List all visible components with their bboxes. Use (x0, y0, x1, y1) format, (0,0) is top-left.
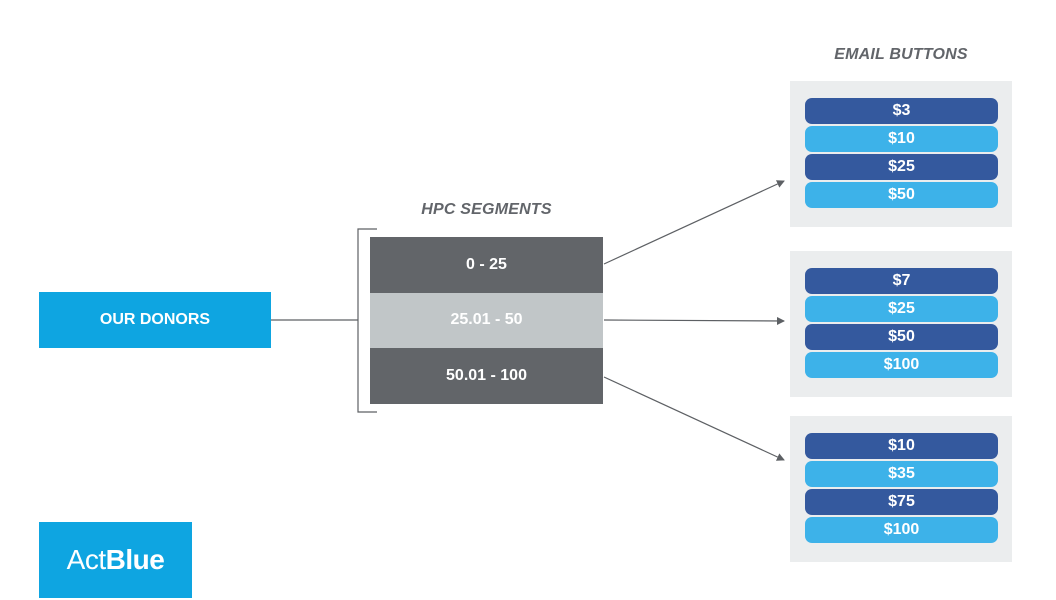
email-button[interactable]: $10 (805, 433, 998, 459)
email-button[interactable]: $3 (805, 98, 998, 124)
arrow-to-group-3 (603, 376, 785, 461)
email-button[interactable]: $35 (805, 461, 998, 487)
email-buttons-title: EMAIL BUTTONS (834, 46, 968, 63)
email-button-group-2: $7 $25 $50 $100 (790, 251, 1012, 397)
hpc-segment: 0 - 25 (370, 237, 603, 293)
hpc-segments-stack: 0 - 25 25.01 - 50 50.01 - 100 (370, 237, 603, 404)
segments-bracket (357, 228, 377, 413)
logo-text-regular: Act (66, 544, 106, 575)
email-button[interactable]: $10 (805, 126, 998, 152)
arrow-to-group-2 (603, 316, 785, 325)
email-button[interactable]: $75 (805, 489, 998, 515)
email-button-group-1: $3 $10 $25 $50 (790, 81, 1012, 227)
email-button[interactable]: $50 (805, 182, 998, 208)
our-donors-box: OUR DONORS (39, 292, 271, 348)
email-button[interactable]: $50 (805, 324, 998, 350)
hpc-segment: 50.01 - 100 (370, 348, 603, 404)
logo-text-bold: Blue (105, 544, 165, 575)
email-button[interactable]: $100 (805, 517, 998, 543)
hpc-segments-title: HPC SEGMENTS (421, 201, 552, 218)
hpc-segment: 25.01 - 50 (370, 292, 603, 348)
email-button[interactable]: $7 (805, 268, 998, 294)
email-button-group-3: $10 $35 $75 $100 (790, 416, 1012, 562)
email-button[interactable]: $100 (805, 352, 998, 378)
arrow-to-group-1 (603, 180, 785, 265)
email-button[interactable]: $25 (805, 296, 998, 322)
email-button[interactable]: $25 (805, 154, 998, 180)
our-donors-label: OUR DONORS (99, 311, 211, 328)
